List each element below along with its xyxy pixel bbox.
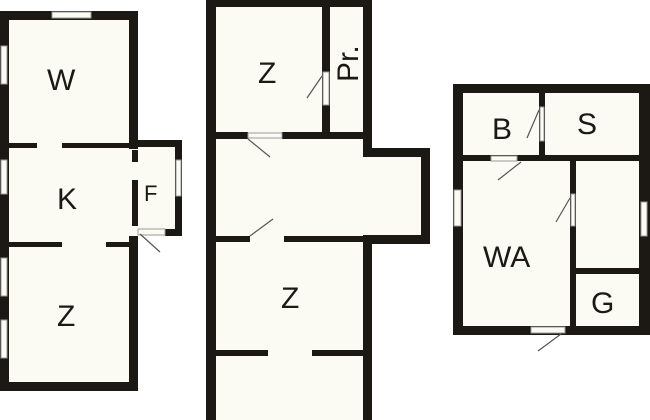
left-outer-wall-bottom bbox=[0, 382, 138, 391]
room-label-z-left: Z bbox=[57, 300, 75, 333]
right-window-left bbox=[453, 189, 462, 227]
left-window-w bbox=[0, 45, 8, 85]
left-outer-wall-right-bottom bbox=[129, 236, 138, 391]
middle-outer-wall-right-bottom bbox=[363, 235, 372, 420]
right-window-right bbox=[640, 201, 648, 237]
middle-outer-wall-top bbox=[206, 0, 372, 7]
middle-wall-bottom bbox=[216, 350, 268, 356]
right-wall-g bbox=[576, 268, 639, 274]
room-label-f: F bbox=[144, 181, 157, 206]
middle-outer-wall-left bbox=[206, 0, 216, 420]
left-window-z2 bbox=[0, 319, 8, 359]
right-wall-bs-wa bbox=[463, 155, 639, 161]
right-door-b bbox=[490, 155, 518, 162]
room-label-g: G bbox=[591, 287, 614, 320]
room-label-wa: WA bbox=[483, 241, 530, 274]
left-outer-wall-right-top bbox=[129, 11, 138, 149]
right-door-b-s bbox=[539, 106, 545, 142]
left-window-k bbox=[0, 159, 8, 195]
middle-door-pr bbox=[322, 71, 330, 106]
left-wall-k-z bbox=[9, 242, 62, 247]
plan-middle: Z Pr. Z bbox=[206, 0, 430, 420]
right-outer-wall-top bbox=[453, 84, 650, 93]
left-window-top bbox=[51, 11, 92, 19]
left-window-f bbox=[175, 159, 182, 197]
middle-wall-hall-z bbox=[216, 236, 250, 242]
plan-right: B S WA G bbox=[453, 84, 650, 352]
room-label-w: W bbox=[47, 64, 76, 97]
right-door-entry bbox=[530, 326, 566, 334]
middle-wall-top-z bbox=[216, 132, 248, 139]
left-outer-wall-left bbox=[0, 11, 9, 391]
room-label-s: S bbox=[577, 108, 597, 141]
room-label-z-middle-bottom: Z bbox=[281, 282, 299, 315]
left-window-z1 bbox=[0, 257, 8, 297]
room-label-pr: Pr. bbox=[332, 45, 365, 82]
room-label-b: B bbox=[492, 113, 512, 146]
room-label-k: K bbox=[57, 183, 77, 216]
right-wall-wa-store bbox=[570, 161, 576, 331]
plan-left: W K F Z bbox=[0, 11, 182, 391]
left-door-f bbox=[137, 228, 166, 236]
middle-wall-pr bbox=[322, 0, 330, 138]
right-door-store bbox=[570, 193, 576, 227]
left-wall-w-k bbox=[9, 143, 37, 148]
middle-outer-wall-right-top bbox=[363, 0, 372, 157]
room-label-z-middle-top: Z bbox=[258, 57, 276, 90]
middle-door-z-top bbox=[247, 132, 283, 139]
